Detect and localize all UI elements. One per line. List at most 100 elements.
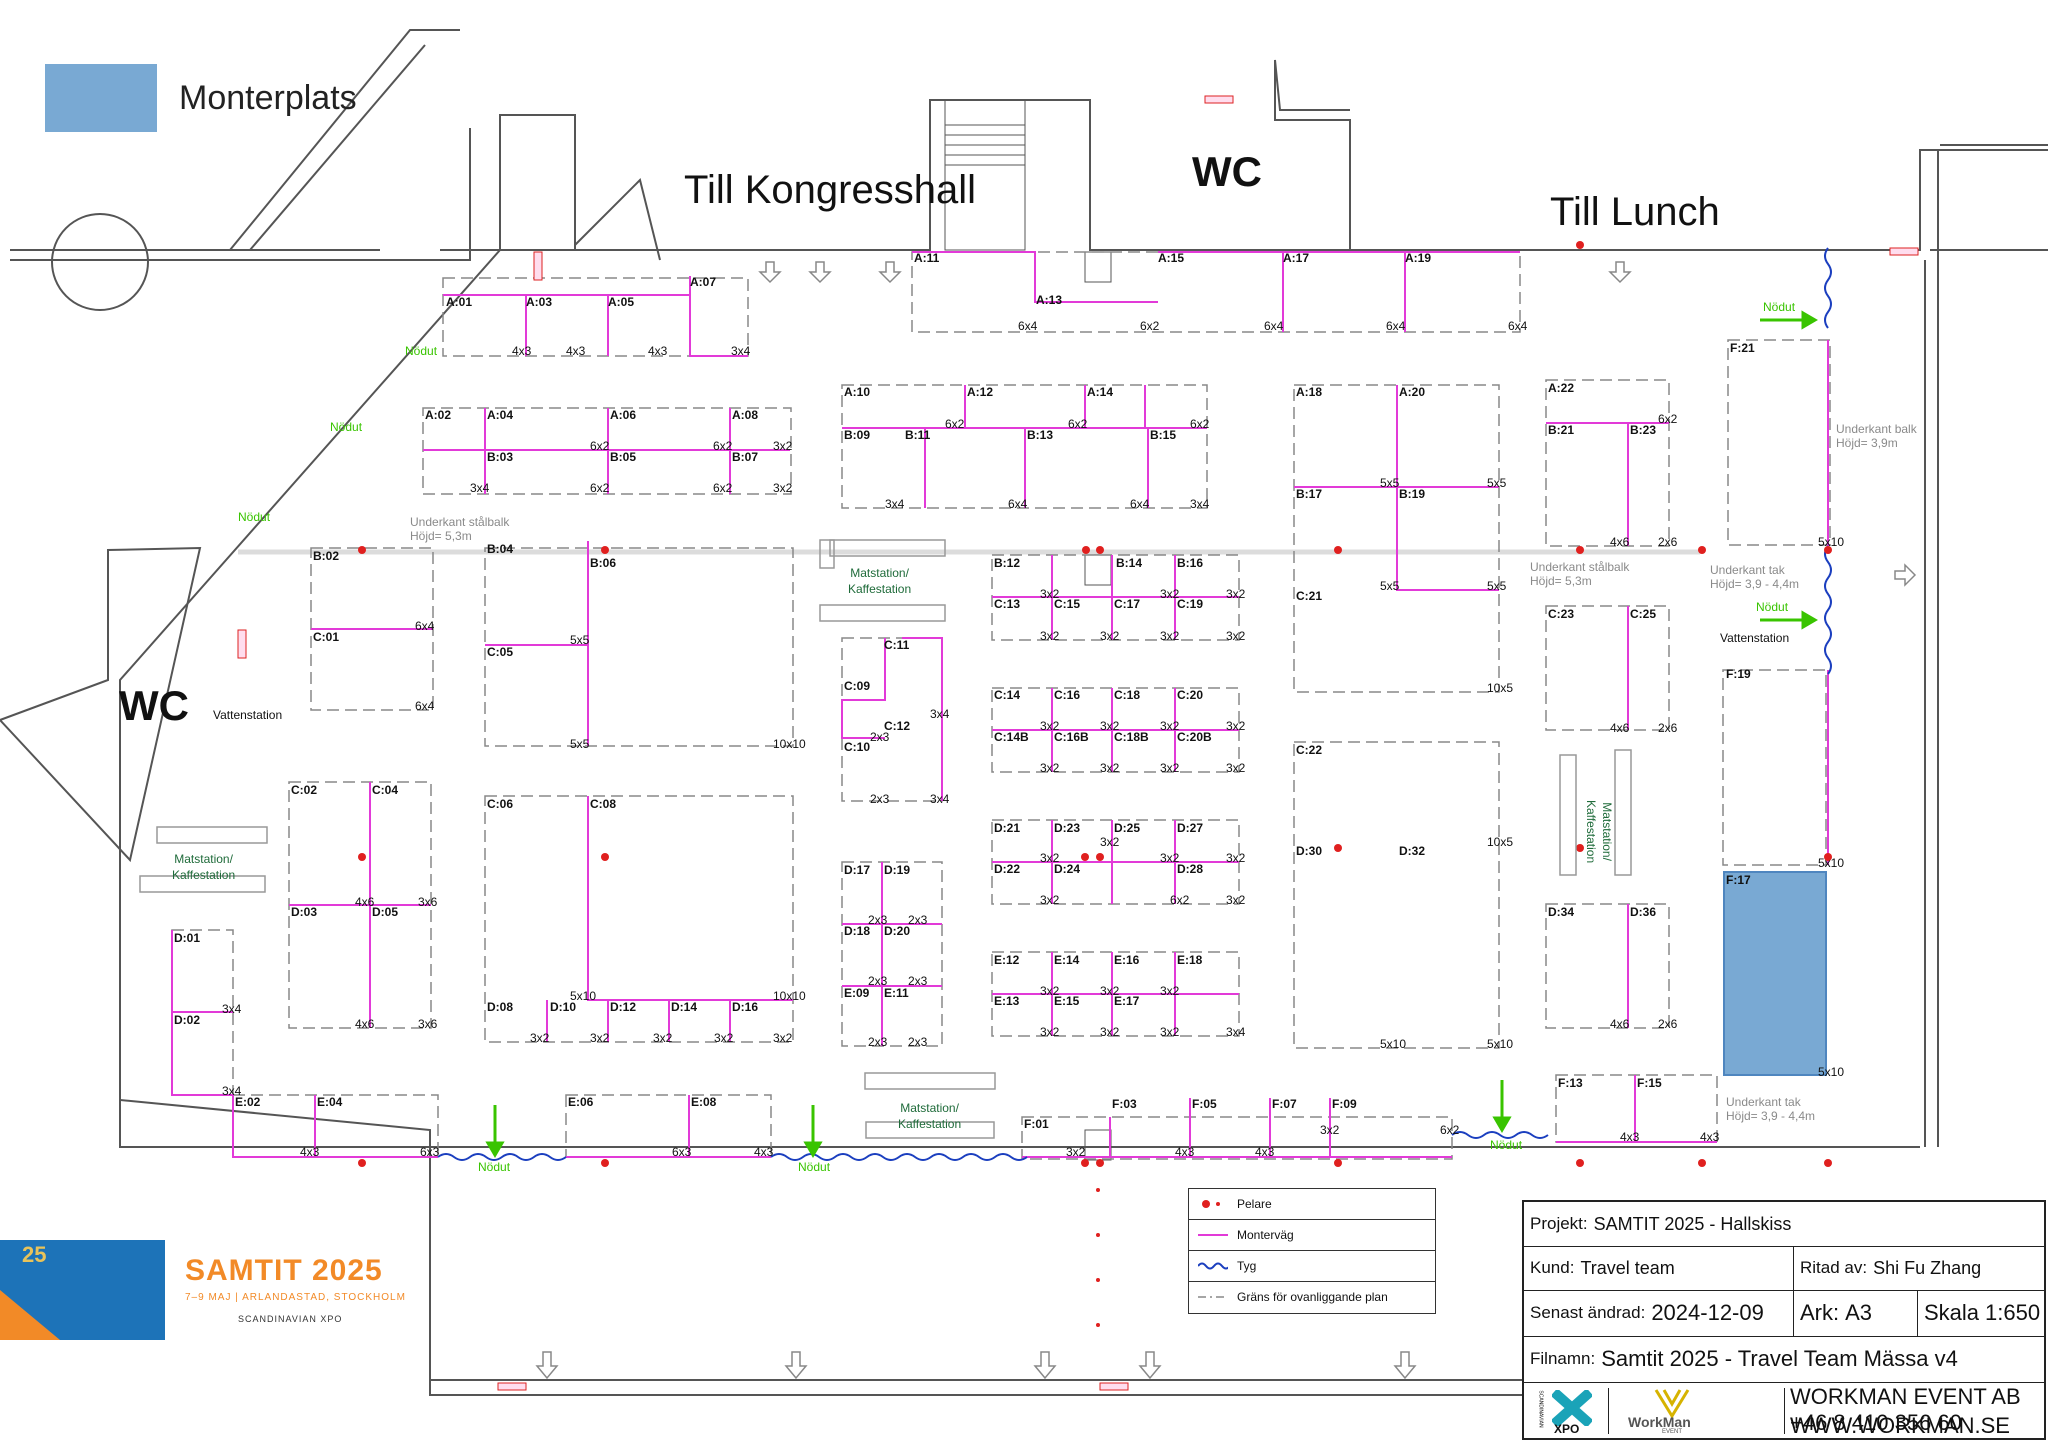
booth-id[interactable]: A:08 [732, 408, 759, 422]
booth-id[interactable]: B:07 [732, 450, 759, 464]
booth-id[interactable]: F:01 [1024, 1117, 1049, 1131]
booth-id[interactable]: B:06 [590, 556, 617, 570]
booth-id[interactable]: A:01 [446, 295, 473, 309]
booth-id[interactable]: C:17 [1114, 597, 1141, 611]
booth-id[interactable]: D:32 [1399, 844, 1426, 858]
booth-id[interactable]: D:17 [844, 863, 871, 877]
booth-id[interactable]: D:30 [1296, 844, 1323, 858]
booth-id[interactable]: A:10 [844, 385, 871, 399]
booth-id[interactable]: D:23 [1054, 821, 1081, 835]
booth-id[interactable]: C:15 [1054, 597, 1081, 611]
booth-id[interactable]: D:21 [994, 821, 1021, 835]
booth-id[interactable]: B:03 [487, 450, 514, 464]
booth-id[interactable]: C:20 [1177, 688, 1204, 702]
booth-id[interactable]: E:12 [994, 953, 1020, 967]
booth-id[interactable]: D:28 [1177, 862, 1204, 876]
booth-id[interactable]: E:09 [844, 986, 870, 1000]
booth-id[interactable]: C:05 [487, 645, 514, 659]
booth-id[interactable]: C:11 [884, 638, 910, 652]
booth-id[interactable]: C:08 [590, 797, 617, 811]
booth-id[interactable]: C:16 [1054, 688, 1081, 702]
booth-id[interactable]: A:18 [1296, 385, 1323, 399]
booth-id[interactable]: C:13 [994, 597, 1021, 611]
booth-id[interactable]: A:06 [610, 408, 637, 422]
booth-id[interactable]: C:10 [844, 740, 871, 754]
booth-id[interactable]: D:36 [1630, 905, 1657, 919]
booth-id[interactable]: E:16 [1114, 953, 1140, 967]
booth-id[interactable]: A:04 [487, 408, 514, 422]
booth-id[interactable]: B:02 [313, 549, 340, 563]
booth-id[interactable]: D:01 [174, 931, 201, 945]
booth-id[interactable]: D:24 [1054, 862, 1081, 876]
booth-id[interactable]: D:22 [994, 862, 1021, 876]
booth-id[interactable]: D:02 [174, 1013, 201, 1027]
booth-id[interactable]: E:18 [1177, 953, 1203, 967]
booth-id[interactable]: C:22 [1296, 743, 1323, 757]
booth-id[interactable]: D:27 [1177, 821, 1204, 835]
booth-id[interactable]: C:06 [487, 797, 514, 811]
booth-id[interactable]: C:14 [994, 688, 1021, 702]
booth-id[interactable]: D:25 [1114, 821, 1141, 835]
booth-id[interactable]: C:19 [1177, 597, 1204, 611]
booth-id[interactable]: A:03 [526, 295, 553, 309]
booth-id[interactable]: A:22 [1548, 381, 1575, 395]
booth-id[interactable]: A:14 [1087, 385, 1114, 399]
booth-id[interactable]: A:15 [1158, 251, 1185, 265]
booth-id[interactable]: B:05 [610, 450, 637, 464]
booth-id[interactable]: B:14 [1116, 556, 1143, 570]
booth-id[interactable]: B:17 [1296, 487, 1323, 501]
booth-id[interactable]: A:13 [1036, 293, 1063, 307]
booth-id[interactable]: F:05 [1192, 1097, 1217, 1111]
booth-id[interactable]: E:04 [317, 1095, 343, 1109]
booth-id[interactable]: A:11 [914, 251, 940, 265]
booth-id[interactable]: C:25 [1630, 607, 1657, 621]
booth-id[interactable]: D:08 [487, 1000, 514, 1014]
booth-id[interactable]: C:12 [884, 719, 911, 733]
booth-id[interactable]: D:20 [884, 924, 911, 938]
booth-id[interactable]: D:12 [610, 1000, 637, 1014]
booth-id[interactable]: C:21 [1296, 589, 1323, 603]
booth-id[interactable]: C:23 [1548, 607, 1575, 621]
booth-id[interactable]: A:19 [1405, 251, 1432, 265]
booth-id[interactable]: A:05 [608, 295, 635, 309]
booth-id[interactable]: F:07 [1272, 1097, 1297, 1111]
booth-id[interactable]: B:15 [1150, 428, 1177, 442]
booth-id[interactable]: D:10 [550, 1000, 577, 1014]
booth-id[interactable]: D:18 [844, 924, 871, 938]
booth-id[interactable]: C:18B [1114, 730, 1149, 744]
booth-id[interactable]: B:09 [844, 428, 871, 442]
booth-id[interactable]: F:09 [1332, 1097, 1357, 1111]
booth-id[interactable]: B:19 [1399, 487, 1426, 501]
booth-id[interactable]: A:07 [690, 275, 717, 289]
booth-id[interactable]: F:17 [1726, 873, 1751, 887]
booth-id[interactable]: C:18 [1114, 688, 1141, 702]
booth-id[interactable]: B:13 [1027, 428, 1054, 442]
booth-id[interactable]: E:14 [1054, 953, 1080, 967]
booth-id[interactable]: E:13 [994, 994, 1020, 1008]
booth-id[interactable]: C:20B [1177, 730, 1212, 744]
booth-id[interactable]: F:19 [1726, 667, 1751, 681]
booth-id[interactable]: D:34 [1548, 905, 1575, 919]
booth-id[interactable]: A:02 [425, 408, 452, 422]
booth-id[interactable]: F:03 [1112, 1097, 1137, 1111]
booth-id[interactable]: D:19 [884, 863, 911, 877]
booth-id[interactable]: D:16 [732, 1000, 759, 1014]
booth-id[interactable]: B:16 [1177, 556, 1204, 570]
booth-id[interactable]: C:16B [1054, 730, 1089, 744]
booth-id[interactable]: B:21 [1548, 423, 1575, 437]
booth-id[interactable]: A:17 [1283, 251, 1310, 265]
monterplats-area[interactable] [1723, 871, 1827, 1076]
booth-id[interactable]: B:11 [905, 428, 931, 442]
booth-id[interactable]: F:15 [1637, 1076, 1662, 1090]
booth-id[interactable]: D:14 [671, 1000, 698, 1014]
booth-id[interactable]: B:23 [1630, 423, 1657, 437]
booth-id[interactable]: C:01 [313, 630, 340, 644]
booth-id[interactable]: E:02 [235, 1095, 261, 1109]
booth-id[interactable]: C:09 [844, 679, 871, 693]
booth-id[interactable]: F:13 [1558, 1076, 1583, 1090]
booth-id[interactable]: A:20 [1399, 385, 1426, 399]
booth-id[interactable]: D:03 [291, 905, 318, 919]
booth-id[interactable]: C:04 [372, 783, 399, 797]
booth-id[interactable]: E:15 [1054, 994, 1080, 1008]
booth-id[interactable]: E:06 [568, 1095, 594, 1109]
